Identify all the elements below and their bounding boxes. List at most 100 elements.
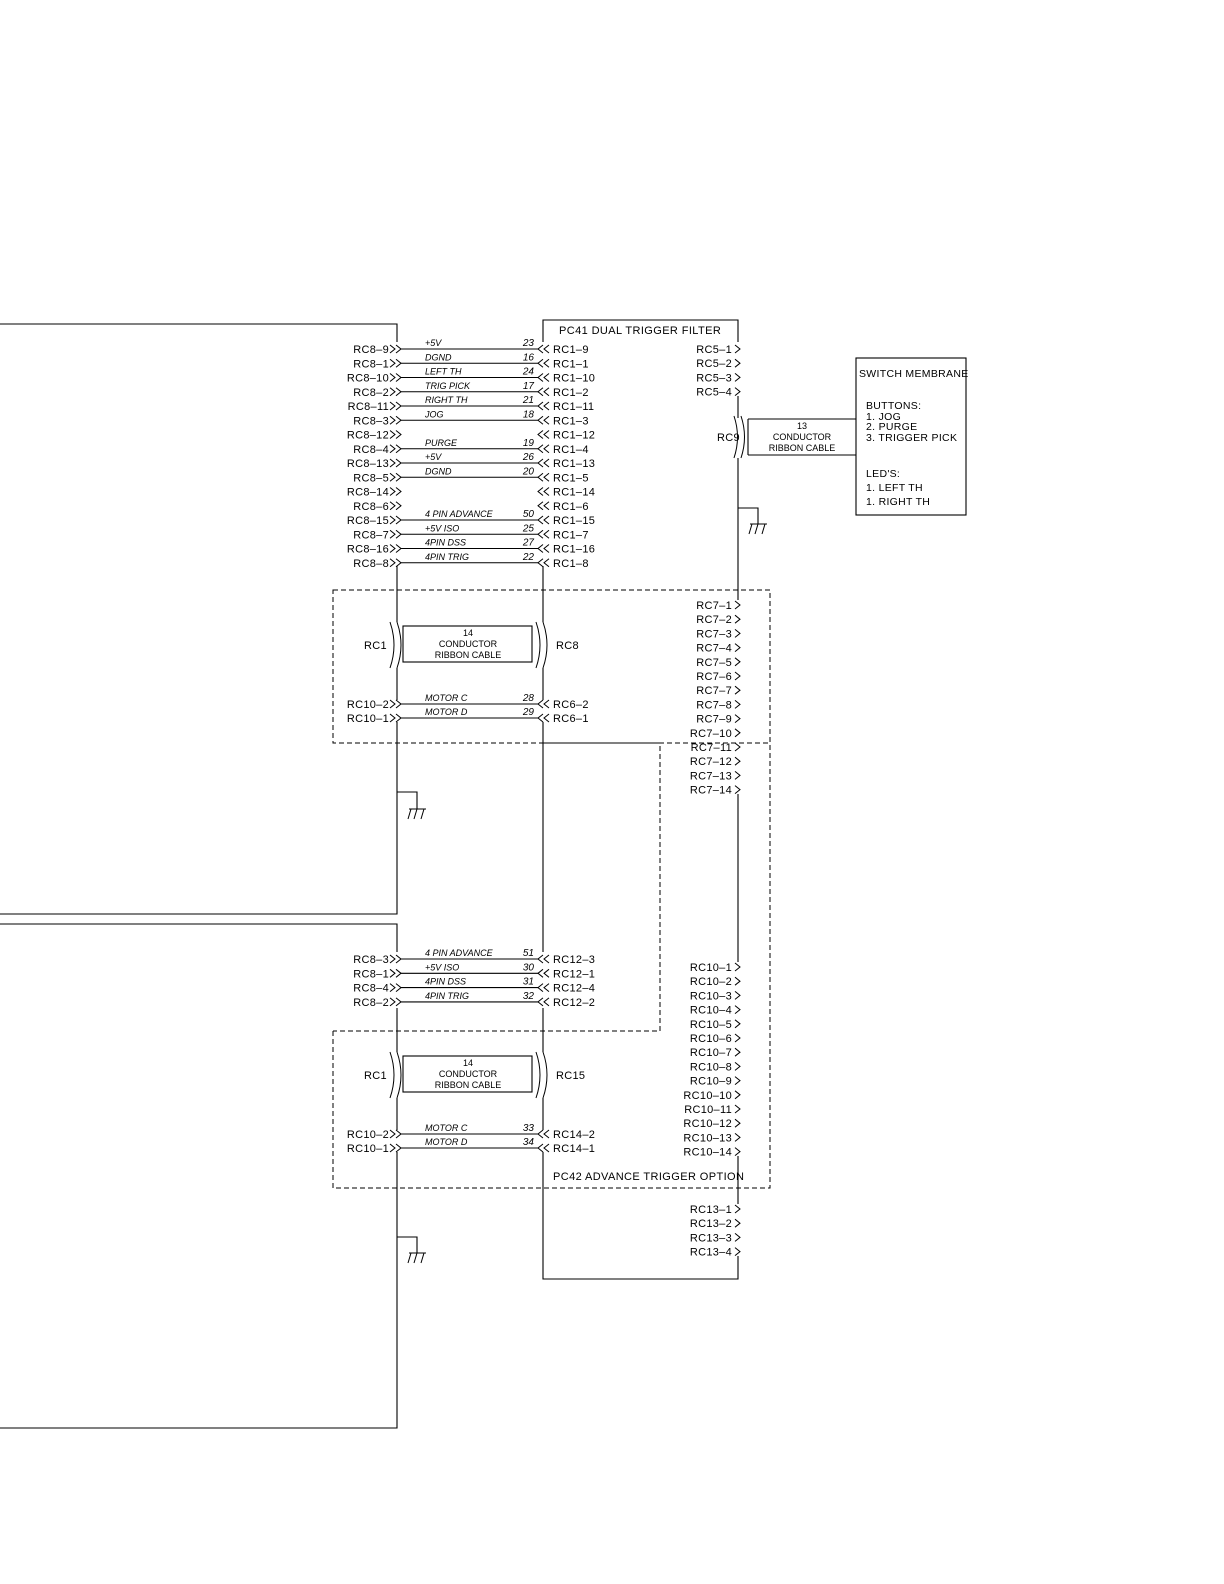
button-trigger-pick: 3. TRIGGER PICK: [866, 432, 957, 444]
rc13-chevron: [734, 1218, 741, 1228]
rc7-chevron: [734, 629, 741, 638]
pc41-row-right-pin: RC1–1: [553, 358, 589, 370]
pc42-motor-signal: MOTOR D: [425, 1137, 468, 1147]
rc7-chevron: [734, 600, 741, 610]
rc5-chevron: [734, 373, 741, 382]
pc42-motor-right-chevron-b: [537, 1143, 544, 1153]
pc42-motor-wire-number: 34: [523, 1137, 535, 1148]
rc7-pin: RC7–10: [690, 728, 732, 740]
pc41-row-wire-number: 27: [522, 538, 535, 549]
pc41-row-right-chevron-a: [543, 444, 550, 454]
rc7-pin: RC7–13: [690, 770, 732, 782]
pc42-row-right-chevron-a: [543, 997, 550, 1007]
pc41-row-left-chevron-b: [395, 558, 402, 568]
top-cable-line-1: 14: [463, 628, 473, 638]
pc42-row-left-chevron-b: [395, 997, 402, 1007]
pc41-row-right-pin: RC1–7: [553, 529, 589, 541]
pc41-motor-left-chevron-a: [389, 699, 396, 709]
pc41-row-left-pin: RC8–9: [353, 344, 389, 356]
rc7-pin: RC7–5: [696, 657, 732, 669]
rc10-chevron: [734, 1033, 741, 1043]
pc41-row-right-pin: RC1–10: [553, 373, 595, 385]
rc7-pin: RC7–3: [696, 628, 732, 640]
pc41-row-left-pin: RC8–16: [347, 544, 389, 556]
pc41-row-right-chevron-b: [537, 515, 544, 525]
rc7-chevron: [734, 714, 741, 723]
top-cable-group: RC1 RC8 14 CONDUCTOR RIBBON CABLE: [364, 628, 579, 660]
rc5-chevron: [734, 344, 741, 354]
pc41-row-right-chevron-b: [537, 344, 544, 354]
rc13-pin: RC13–3: [690, 1232, 732, 1244]
pc41-row-left-chevron-b: [395, 515, 402, 525]
pc41-motor-signal: MOTOR D: [425, 707, 468, 717]
pc41-row-right-pin: RC1–4: [553, 444, 589, 456]
rc5-chevron: [734, 358, 741, 368]
pc41-motor-signal: MOTOR C: [425, 693, 468, 703]
pc41-row-left-chevron-b: [395, 472, 402, 482]
pc42-row-left-pin: RC8–4: [353, 983, 389, 995]
rc7-chevron: [734, 742, 741, 752]
led-left-th: 1. LEFT TH: [866, 482, 923, 494]
pc41-motor-wire-number: 28: [522, 693, 535, 704]
pc41-row-right-chevron-a: [543, 487, 550, 496]
pc41-title-group: PC41 DUAL TRIGGER FILTER: [559, 325, 721, 337]
pc41-row-left-chevron-a: [389, 529, 396, 539]
pc42-row-wire-number: 30: [523, 962, 535, 973]
rc9-label: RC9: [717, 432, 740, 444]
schematic-frame-lines: [0, 319, 967, 1429]
pc41-row-left-chevron-b: [395, 344, 402, 354]
rc10-pin: RC10–8: [690, 1061, 732, 1073]
pc41-row-right-chevron-b: [537, 529, 544, 539]
pc41-row-right-pin: RC1–2: [553, 387, 589, 399]
rc7-pin: RC7–4: [696, 643, 732, 655]
pc41-row-right-chevron-a: [543, 501, 550, 511]
pc42-row-right-pin: RC12–3: [553, 954, 595, 966]
pc42-row-left-chevron-a: [389, 997, 396, 1007]
pc41-row-right-chevron-b: [537, 458, 544, 468]
rc10-chevron: [734, 1005, 741, 1014]
pc42-motor-right-chevron-b: [537, 1129, 544, 1139]
pc41-row-signal: 4PIN TRIG: [425, 552, 469, 562]
rc9-cable-line-2: CONDUCTOR: [773, 432, 832, 442]
rc10-pin: RC10–14: [683, 1147, 732, 1159]
pc41-row-left-chevron-a: [389, 487, 396, 496]
rc7-pin: RC7–7: [696, 685, 732, 697]
pc41-row-left-chevron-a: [389, 387, 396, 397]
rc9-cable-line-1: 13: [797, 421, 807, 431]
pc41-row-signal: +5V: [425, 452, 442, 462]
rc7-pin: RC7–9: [696, 714, 732, 726]
pc41-row-left-chevron-a: [389, 515, 396, 525]
pc41-motor-left-chevron-a: [389, 713, 396, 723]
pc41-row-wire-number: 24: [522, 367, 535, 378]
pc41-row-left-chevron-a: [389, 472, 396, 482]
pc42-row-wire-number: 31: [523, 977, 534, 988]
pc42-row-left-pin: RC8–3: [353, 954, 389, 966]
pc41-row-left-chevron-a: [389, 344, 396, 354]
rc13-pin: RC13–1: [690, 1204, 732, 1216]
pc41-row-wire-number: 25: [522, 523, 535, 534]
pc41-row-right-pin: RC1–11: [553, 401, 594, 413]
pc42-motor-left-chevron-b: [395, 1129, 402, 1139]
pc41-motor-right-chevron-a: [543, 713, 550, 723]
pc42-motor-right-pin: RC14–2: [553, 1129, 595, 1141]
rc7-pin: RC7–6: [696, 671, 732, 683]
pc41-row-right-chevron-b: [537, 487, 544, 496]
switch-membrane: SWITCH MEMBRANE BUTTONS: 1. JOG 2. PURGE…: [859, 368, 968, 508]
pc41-motor-left-pin: RC10–1: [347, 713, 389, 725]
pc41-row-left-chevron-b: [395, 529, 402, 539]
pc42-motor-right-chevron-a: [543, 1143, 550, 1153]
pc41-motor-right-pin: RC6–1: [553, 713, 589, 725]
pc41-row-right-chevron-b: [537, 430, 544, 439]
pc41-row-right-chevron-b: [537, 444, 544, 454]
pc42-row-left-pin: RC8–2: [353, 997, 389, 1009]
pc42-title: PC42 ADVANCE TRIGGER OPTION: [553, 1171, 744, 1183]
pc42-row-left-chevron-a: [389, 983, 396, 992]
pc41-row-right-chevron-b: [537, 373, 544, 382]
pc41-row-left-pin: RC8–4: [353, 444, 389, 456]
pc41-row-right-chevron-a: [543, 515, 550, 525]
pc41-row-wire-number: 50: [523, 509, 535, 520]
rc10-pin: RC10–6: [690, 1033, 732, 1045]
pc41-row-left-pin: RC8–15: [347, 515, 389, 527]
pc42-row-right-chevron-b: [537, 954, 544, 964]
pc42-row-left-chevron-b: [395, 954, 402, 964]
